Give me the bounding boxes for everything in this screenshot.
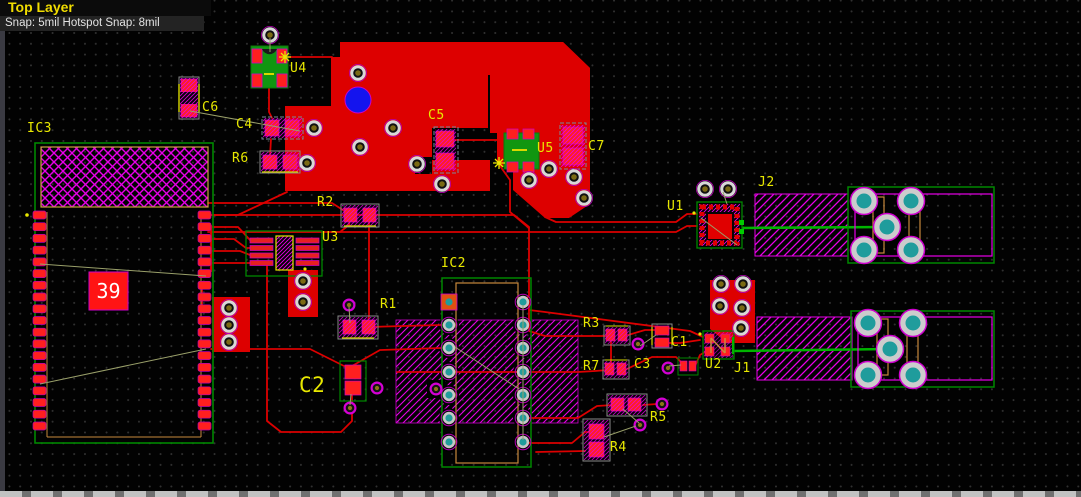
component-u4[interactable]: [250, 45, 289, 89]
refdes-c1[interactable]: C1: [671, 335, 688, 350]
ic3-pad[interactable]: [197, 398, 212, 407]
ic3-pad[interactable]: [197, 210, 212, 220]
ic3-pad[interactable]: [197, 292, 212, 302]
refdes-c2[interactable]: C2: [299, 373, 326, 397]
ic3-pad[interactable]: [197, 409, 212, 419]
ic3-pad[interactable]: [197, 327, 212, 337]
ic3-pad[interactable]: [32, 327, 47, 337]
ic3-pad[interactable]: [197, 339, 212, 349]
component-c5[interactable]: [433, 126, 459, 174]
refdes-c5[interactable]: C5: [428, 108, 445, 123]
ic3-pad[interactable]: [197, 374, 212, 384]
ic3-pad[interactable]: [197, 257, 212, 267]
refdes-r6[interactable]: R6: [232, 151, 249, 166]
ic3-pad[interactable]: [32, 280, 47, 290]
pad-39-box[interactable]: [88, 271, 129, 311]
ic3-pad[interactable]: [32, 269, 47, 278]
refdes-c4[interactable]: C4: [236, 117, 253, 132]
ic3-pad[interactable]: [32, 210, 47, 220]
component-u2[interactable]: [702, 330, 735, 360]
ic3-pad[interactable]: [197, 304, 212, 314]
component-r5[interactable]: [606, 393, 648, 417]
ic3-pad[interactable]: [197, 269, 212, 278]
refdes-r5[interactable]: R5: [650, 410, 667, 425]
component-u3[interactable]: [245, 230, 323, 277]
copper-pour-top[interactable]: [212, 42, 755, 352]
ic3-pad[interactable]: [197, 363, 212, 372]
snap-status: Snap: 5mil Hotspot Snap: 8mil: [0, 16, 204, 31]
component-r7[interactable]: [602, 359, 630, 380]
ic3-pad[interactable]: [32, 421, 47, 431]
ic3-pad[interactable]: [32, 374, 47, 384]
ic3-pad[interactable]: [197, 234, 212, 243]
ic2-pad[interactable]: [445, 298, 453, 306]
refdes-j2[interactable]: J2: [758, 175, 775, 190]
trace-u1-j2: [741, 225, 888, 230]
refdes-r2[interactable]: R2: [317, 195, 334, 210]
pad-39-label: 39: [96, 279, 121, 303]
ic3-pad[interactable]: [197, 280, 212, 290]
component-c2[interactable]: [339, 360, 367, 402]
ic3-pad[interactable]: [32, 339, 47, 349]
component-r3[interactable]: [603, 325, 631, 346]
refdes-u5[interactable]: U5: [537, 141, 554, 156]
refdes-u3[interactable]: U3: [322, 230, 339, 245]
ic3-pad[interactable]: [32, 386, 47, 396]
ic3-pad[interactable]: [197, 245, 212, 255]
ic3-pad[interactable]: [197, 421, 212, 431]
refdes-ic3[interactable]: IC3: [27, 121, 52, 136]
refdes-j1[interactable]: J1: [734, 361, 751, 376]
component-r1[interactable]: [337, 315, 379, 340]
component-c7[interactable]: [559, 122, 587, 170]
origin-markers: [25, 51, 702, 336]
refdes-r7[interactable]: R7: [583, 359, 600, 374]
ic3-pad[interactable]: [32, 222, 47, 232]
ic3-pad[interactable]: [32, 351, 47, 360]
ic3-pad[interactable]: [197, 316, 212, 325]
refdes-r3[interactable]: R3: [583, 316, 600, 331]
blue-via[interactable]: [344, 86, 372, 114]
component-c6[interactable]: [178, 76, 200, 120]
green-traces[interactable]: [732, 225, 891, 353]
component-u5[interactable]: [503, 128, 540, 173]
layer-heads-up-display: Top Layer Snap: 5mil Hotspot Snap: 8mil: [0, 0, 211, 31]
ic3-pad[interactable]: [32, 234, 47, 243]
refdes-u4[interactable]: U4: [290, 61, 307, 76]
refdes-r1[interactable]: R1: [380, 297, 397, 312]
component-r6[interactable]: [259, 150, 301, 174]
horizontal-scrollbar[interactable]: [0, 491, 1081, 497]
refdes-ic2[interactable]: IC2: [441, 256, 466, 271]
pour-right-block[interactable]: [490, 42, 590, 133]
component-u1[interactable]: [696, 201, 744, 249]
refdes-u1[interactable]: U1: [667, 199, 684, 214]
ic3-pad[interactable]: [32, 245, 47, 255]
component-c3[interactable]: [677, 357, 699, 376]
ic3-pad[interactable]: [32, 363, 47, 372]
ic3-pad[interactable]: [32, 316, 47, 325]
refdes-r4[interactable]: R4: [610, 440, 627, 455]
component-r2[interactable]: [340, 203, 380, 228]
trace-u2-j1: [732, 347, 891, 353]
ic3-pad[interactable]: [197, 386, 212, 396]
refdes-c7[interactable]: C7: [588, 139, 605, 154]
component-c1[interactable]: [651, 323, 673, 349]
ic3-pad[interactable]: [32, 409, 47, 419]
ic3-pad[interactable]: [197, 222, 212, 232]
ic3-antenna-hatch: [40, 146, 209, 208]
refdes-u2[interactable]: U2: [705, 357, 722, 372]
ic3-pad[interactable]: [32, 398, 47, 407]
ic3-pad[interactable]: [197, 351, 212, 360]
left-panel-edge[interactable]: [0, 0, 5, 497]
hatch-plane-j2[interactable]: [754, 193, 849, 257]
ic3-pad[interactable]: [32, 292, 47, 302]
active-layer-name: Top Layer: [0, 0, 211, 16]
ic3-pad[interactable]: [32, 304, 47, 314]
refdes-c6[interactable]: C6: [202, 100, 219, 115]
component-r4[interactable]: [582, 418, 611, 462]
ratsnest-lines: [39, 38, 738, 440]
refdes-c3[interactable]: C3: [634, 357, 651, 372]
